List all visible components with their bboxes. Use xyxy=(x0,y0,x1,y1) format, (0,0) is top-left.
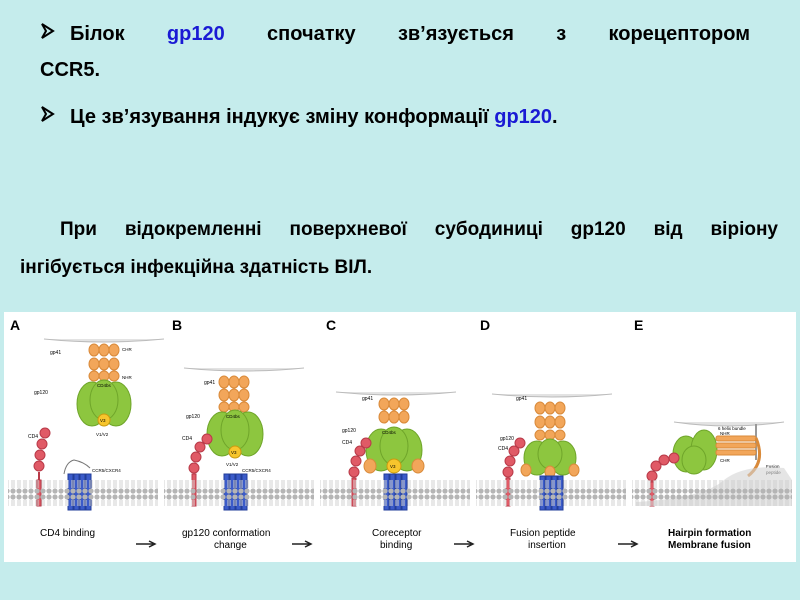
gp120-trimer xyxy=(673,430,717,474)
label-gp41: gp41 xyxy=(516,396,527,402)
gp41-trimer xyxy=(379,398,409,423)
caption-line-1: CD4 binding xyxy=(40,528,95,539)
cell-membrane xyxy=(476,480,626,506)
caption-line-2: change xyxy=(214,540,247,551)
gp41-trimer xyxy=(89,344,119,381)
bullet-2-text-end: . xyxy=(552,106,558,128)
cell-membrane xyxy=(632,480,792,506)
cell-membrane xyxy=(8,480,158,506)
gp41-trimer xyxy=(219,376,249,412)
label-nhr: NHR xyxy=(720,431,730,436)
bullet-1-highlight: gp120 xyxy=(167,23,225,45)
arrow-bullet-icon xyxy=(40,18,60,51)
coreceptor-loop xyxy=(64,460,90,474)
label-cd4bs: CD4bs xyxy=(97,383,112,388)
panel-a: A gp41 CHR NHR CD4bs gp120 V3 V1/V2 xyxy=(8,317,164,547)
viral-membrane xyxy=(44,339,164,342)
caption-line-1: gp120 conformation xyxy=(182,528,270,539)
bullet-2-text-start: Це зв’язування індукує зміну конформації xyxy=(70,106,494,128)
bullet-2: Це зв’язування індукує зміну конформації… xyxy=(40,101,558,134)
panel-b: B gp41 CD4bs gp120 V3 V1/V2 CD4 xyxy=(164,317,314,551)
label-v3: V3 xyxy=(100,418,106,423)
panel-e: E 6 helix bundle NHR CHR Fusion peptide … xyxy=(632,317,792,551)
hiv-entry-figure: A gp41 CHR NHR CD4bs gp120 V3 V1/V2 xyxy=(4,312,796,562)
caption-line-1: Coreceptor xyxy=(372,528,422,539)
caption-line-2: binding xyxy=(380,540,412,551)
label-chr: CHR xyxy=(122,347,132,352)
panel-letter: E xyxy=(634,317,643,333)
panel-d: D gp41 gp120 CD4 Fus xyxy=(476,317,637,551)
paragraph-line-2: інгібується інфекційна здатність ВІЛ. xyxy=(20,249,372,287)
label-gp120: gp120 xyxy=(34,390,48,396)
label-v1v2: V1/V2 xyxy=(96,432,109,437)
step-arrow-icon xyxy=(454,541,473,547)
label-ccr5: CCR5/CXCR4 xyxy=(242,468,271,473)
label-gp41: gp41 xyxy=(204,380,215,386)
label-chr: CHR xyxy=(720,458,730,463)
bullet-1-line-1: Білок gp120 спочатку зв’язується з корец… xyxy=(40,18,750,51)
paragraph-line-1: При відокремленні поверхневої субодиниці… xyxy=(60,211,778,249)
panel-c: C gp41 CD4bs gp120 V3 CD4 xyxy=(320,317,473,551)
viral-membrane xyxy=(336,392,456,395)
label-gp120: gp120 xyxy=(342,428,356,434)
arrow-bullet-icon xyxy=(40,101,60,134)
label-gp41: gp41 xyxy=(50,350,61,356)
label-v3: V3 xyxy=(390,464,396,469)
gp41-trimer xyxy=(535,402,565,440)
label-cd4: CD4 xyxy=(28,434,38,440)
step-arrow-icon xyxy=(136,541,155,547)
cell-membrane xyxy=(320,480,470,506)
label-cd4bs: CD4bs xyxy=(226,414,241,419)
panel-letter: D xyxy=(480,317,490,333)
bullet-1-text-start: Білок xyxy=(70,23,167,45)
label-gp41: gp41 xyxy=(362,396,373,402)
bullet-2-highlight: gp120 xyxy=(494,106,552,128)
caption-line-2: insertion xyxy=(528,540,566,551)
cell-membrane xyxy=(164,480,314,506)
panel-letter: B xyxy=(172,317,182,333)
bullet-1-text-end: спочатку зв’язується з корецептором xyxy=(225,23,750,45)
label-ccr5: CCR5/CXCR4 xyxy=(92,468,121,473)
bullet-1-line-2: CCR5. xyxy=(40,54,100,87)
label-v1v2: V1/V2 xyxy=(226,462,239,467)
panel-letter: A xyxy=(10,317,20,333)
caption-line-1: Hairpin formation xyxy=(668,528,751,539)
label-gp120: gp120 xyxy=(186,414,200,420)
label-v3: V3 xyxy=(231,450,237,455)
caption-line-2: Membrane fusion xyxy=(668,540,751,551)
label-cd4: CD4 xyxy=(182,436,192,442)
viral-membrane xyxy=(184,368,304,371)
label-gp120: gp120 xyxy=(500,436,514,442)
panel-letter: C xyxy=(326,317,336,333)
caption-line-1: Fusion peptide xyxy=(510,528,576,539)
label-cd4: CD4 xyxy=(498,446,508,452)
step-arrow-icon xyxy=(292,541,311,547)
viral-membrane xyxy=(492,394,612,397)
label-cd4: CD4 xyxy=(342,440,352,446)
label-nhr: NHR xyxy=(122,375,132,380)
label-cd4bs: CD4bs xyxy=(382,430,397,435)
step-arrow-icon xyxy=(618,541,637,547)
